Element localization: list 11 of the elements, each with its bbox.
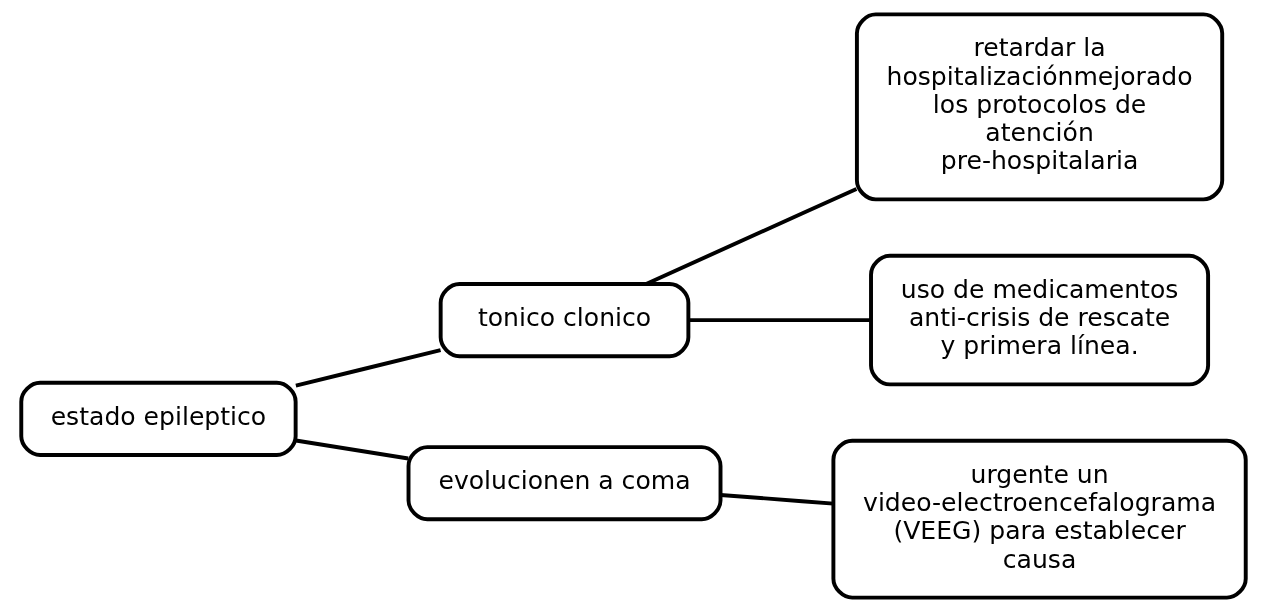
node-box: tonico clonico bbox=[438, 282, 690, 359]
node-box: retardar la hospitalizaciónmejorado los protocolos de atención pre-hospitalaria bbox=[854, 12, 1224, 202]
node-box: uso de medicamentos anti-crisis de rescate y primera línea. bbox=[868, 253, 1210, 387]
connector bbox=[295, 438, 409, 461]
connector bbox=[688, 318, 871, 323]
node-box: evolucionen a coma bbox=[406, 445, 722, 522]
connector bbox=[719, 493, 833, 506]
node-box: urgente un video-electroencefalograma (VEEG) para establecer causa bbox=[830, 438, 1248, 600]
connector bbox=[294, 348, 441, 388]
node-box: estado epileptico bbox=[18, 380, 298, 457]
connector bbox=[644, 187, 857, 286]
